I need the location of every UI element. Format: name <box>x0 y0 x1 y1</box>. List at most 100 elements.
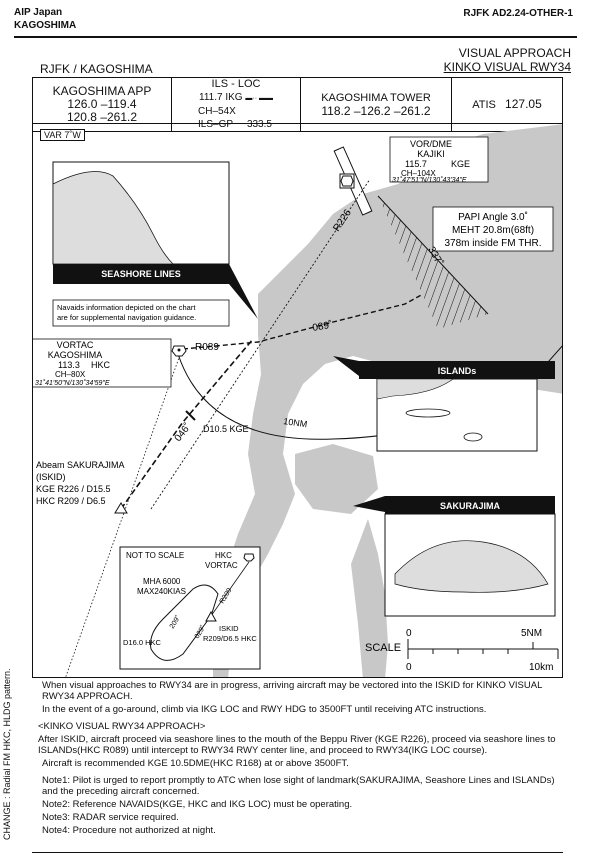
chart-map-svg: VOR/DME KAJIKI 115.7 KGE CH–104X 31˚47'5… <box>33 124 562 677</box>
abeam-line4: HKC R209 / D6.5 <box>36 496 106 506</box>
islands-photo-isle2 <box>463 432 483 442</box>
islands-photo-isle1 <box>405 408 451 418</box>
label-089: 089˚ <box>311 319 333 334</box>
navaid-note-box <box>52 299 230 327</box>
chart-title: VISUAL APPROACH KINKO VISUAL RWY34 <box>444 46 571 74</box>
islands-label: ISLANDs <box>438 366 477 376</box>
seashore-pointer <box>229 264 258 319</box>
seashore-label: SEASHORE LINES <box>101 269 181 279</box>
islands-banner <box>359 361 555 379</box>
papi-inside: 378m inside FM THR. <box>444 238 541 249</box>
kajiki-freq: 115.7 <box>405 159 427 169</box>
approach-hatch <box>378 196 488 329</box>
note-recommended: Aircraft is recommended KGE 10.5DME(HKC … <box>42 758 349 769</box>
ils-loc: 111.7 IKG <box>199 92 243 103</box>
note-procedure-title: <KINKO VISUAL RWY34 APPROACH> <box>38 721 206 732</box>
track-r089 <box>182 293 424 350</box>
chart-map: VOR/DME KAJIKI 115.7 KGE CH–104X 31˚47'5… <box>32 123 563 678</box>
hkc-ch: CH–80X <box>55 370 86 379</box>
kajiki-type: VOR/DME <box>410 139 452 149</box>
inset-iskid: ISKID <box>219 624 239 633</box>
kajiki-box <box>389 136 489 183</box>
holding-inset <box>119 546 261 670</box>
airport-name: RJFK / KAGOSHIMA <box>40 62 153 76</box>
kajiki-vordme-icon <box>339 173 355 189</box>
note-4: Note4: Procedure not authorized at night… <box>42 825 216 836</box>
atis-name: ATIS <box>472 98 496 111</box>
scale-zero-km: 0 <box>406 662 412 673</box>
note-1: Note1: Pilot is urged to report promptly… <box>42 775 555 797</box>
frequency-table: KAGOSHIMA APP 126.0 –119.4 120.8 –261.2 … <box>32 77 563 132</box>
seashore-banner <box>53 264 229 284</box>
notes-section: When visual approaches to RWY34 are in p… <box>32 680 563 838</box>
scale-5nm: 5NM <box>521 628 542 639</box>
d105-marker <box>185 410 196 421</box>
sakurajima-banner <box>385 496 555 514</box>
scale-10km: 10km <box>529 662 553 673</box>
inset-iskid-radial: R209/D6.5 HKC <box>203 634 257 643</box>
app-freq2: 120.8 –261.2 <box>66 110 138 124</box>
note-3: Note3: RADAR service required. <box>42 812 179 823</box>
hkc-box <box>33 338 172 388</box>
hkc-name: KAGOSHIMA <box>48 350 103 360</box>
sakurajima-photo <box>394 540 549 593</box>
sakurajima-pointer <box>353 496 385 512</box>
ils-gp-freq: 333.5 <box>246 119 272 130</box>
app-name: KAGOSHIMA APP <box>52 84 152 98</box>
hkc-coord: 31˚41'50"N/130˚34'59"E <box>35 379 110 387</box>
abeam-line2: (ISKID) <box>36 472 66 482</box>
iskid-fix-icon <box>114 502 128 514</box>
scale-zero-nm: 0 <box>406 628 412 639</box>
inset-d16: D16.0 HKC <box>123 638 162 647</box>
ils-ch: CH–54X <box>198 106 236 117</box>
inset-not-to-scale: NOT TO SCALE <box>126 551 184 560</box>
navaid-note-2: are for supplemental navigation guidance… <box>57 313 196 322</box>
label-10nm: 10NM <box>283 416 308 429</box>
inset-max-kias: MAX240KIAS <box>137 587 186 596</box>
islands-photo-coast <box>376 378 454 400</box>
note-go-around: In the event of a go-around, climb via I… <box>42 704 487 715</box>
atis-freq: 127.05 <box>505 96 542 111</box>
scale-bar <box>407 639 559 659</box>
kajiki-id: KGE <box>451 159 470 169</box>
header-city: KAGOSHIMA <box>14 20 77 31</box>
magnetic-variation: VAR 7˚W <box>40 129 85 141</box>
land-mass <box>213 124 562 677</box>
inset-hkc: HKC <box>215 551 232 560</box>
change-side-text: CHANGE : Radial FM HKC, HLDG pattern. <box>2 668 12 840</box>
seashore-photo <box>52 171 174 265</box>
hkc-type: VORTAC <box>57 340 94 350</box>
header-left: AIP Japan KAGOSHIMA <box>14 6 76 32</box>
hkc-vortac-icon <box>171 345 187 357</box>
papi-meht: MEHT 20.8m(68ft) <box>452 225 534 236</box>
tower-name: KAGOSHIMA TOWER <box>321 91 431 104</box>
chart-title-line1: VISUAL APPROACH <box>458 46 571 60</box>
inset-vortac-icon <box>243 553 255 562</box>
navaid-note-1: Navaids information depicted on the char… <box>57 303 196 312</box>
ils-name: ILS - LOC <box>211 78 261 90</box>
south-coast-land <box>351 519 388 677</box>
kajiki-ch: CH–104X <box>401 169 436 178</box>
note-2: Note2: Reference NAVAIDS(KGE, HKC and IK… <box>42 799 353 810</box>
inset-iskid-icon <box>205 610 217 622</box>
hkc-id: HKC <box>91 360 111 370</box>
inset-r209-line <box>210 561 250 617</box>
label-r089: R089 <box>195 342 219 353</box>
sakurajima-land <box>295 444 378 514</box>
abeam-line1: Abeam SAKURAJIMA <box>36 460 125 470</box>
note-vectoring: When visual approaches to RWY34 are in p… <box>42 680 543 702</box>
freq-atis: ATIS 127.05 <box>451 77 563 132</box>
header-rule <box>14 36 577 38</box>
tower-freq: 118.2 –126.2 –261.2 <box>321 103 431 118</box>
note-procedure: After ISKID, aircraft proceed via seasho… <box>38 734 556 756</box>
kajiki-coord: 31˚47'51"N/130˚43'34"E <box>392 176 467 184</box>
chart-title-line2: KINKO VISUAL RWY34 <box>443 60 571 74</box>
freq-ils: ILS - LOC 111.7 IKG ▬·· ▬▬ CH–54X ILS–GP… <box>171 77 301 132</box>
label-d105: D10.5 KGE <box>203 424 249 434</box>
kajiki-name: KAJIKI <box>417 149 445 159</box>
bottom-rule <box>32 852 563 853</box>
abeam-line3: KGE R226 / D15.5 <box>36 484 111 494</box>
scale-label: SCALE <box>365 642 401 654</box>
sakurajima-label: SAKURAJIMA <box>440 501 501 511</box>
header-doc-id: RJFK AD2.24-OTHER-1 <box>463 8 573 19</box>
